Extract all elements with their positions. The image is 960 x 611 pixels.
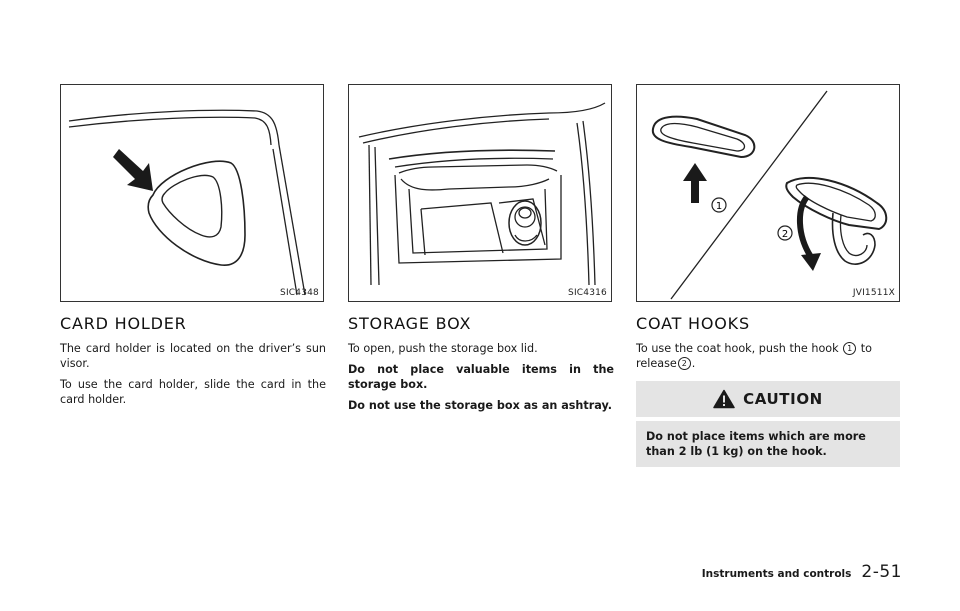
figure-coat-hooks: 1 2 JVI1511X: [636, 84, 900, 302]
paragraph: To open, push the storage box lid.: [348, 342, 538, 355]
svg-text:2: 2: [782, 229, 788, 240]
page-number: 2-51: [861, 562, 902, 582]
section-heading: STORAGE BOX: [348, 314, 472, 333]
card-holder-illustration: [68, 109, 306, 296]
paragraph: The card holder is located on the driver…: [60, 342, 326, 370]
footer-section-name: Instruments and controls: [701, 568, 852, 580]
warning-triangle-icon: [713, 389, 735, 409]
paragraph-text: to release: [636, 342, 872, 370]
paragraph-text: To use the coat hook, push the hook: [636, 342, 839, 355]
figure-code: SIC4316: [568, 288, 607, 298]
callout-1-icon: 1: [843, 342, 857, 355]
page-footer: Instruments and controls 2-51: [702, 562, 902, 582]
figure-code: SIC4348: [280, 288, 319, 298]
paragraph: To use the card holder, slide the card i…: [60, 378, 326, 406]
rotate-arrow-icon: [796, 195, 821, 271]
section-coat-hooks: COAT HOOKS To use the coat hook, push th…: [636, 314, 900, 467]
arrow-icon: [113, 149, 153, 191]
figure-card-holder: SIC4348: [60, 84, 324, 302]
storage-box-illustration: [358, 102, 606, 286]
warning-text: Do not place valuable items in the stora…: [348, 363, 614, 391]
caution-label: CAUTION: [743, 390, 823, 408]
push-arrow-icon: [683, 163, 707, 203]
svg-text:1: 1: [716, 201, 722, 212]
coat-hooks-illustration: 1 2: [651, 90, 888, 300]
paragraph-text: .: [691, 357, 696, 370]
warning-text: Do not use the storage box as an ashtray…: [348, 399, 612, 412]
paragraph: To use the coat hook, push the hook 1 to…: [636, 341, 900, 371]
callout-2-icon: 2: [777, 225, 793, 241]
caution-header: CAUTION: [636, 381, 900, 417]
figure-storage-box: SIC4316: [348, 84, 612, 302]
section-card-holder: CARD HOLDER The card holder is located o…: [60, 314, 326, 413]
section-storage-box: STORAGE BOX To open, push the storage bo…: [348, 314, 614, 419]
figure-code: JVI1511X: [852, 288, 895, 298]
section-heading: COAT HOOKS: [636, 314, 750, 333]
callout-1-icon: 1: [711, 197, 727, 213]
caution-text: Do not place items which are more than 2…: [636, 421, 900, 467]
callout-2-icon: 2: [677, 357, 691, 370]
section-heading: CARD HOLDER: [60, 314, 187, 333]
